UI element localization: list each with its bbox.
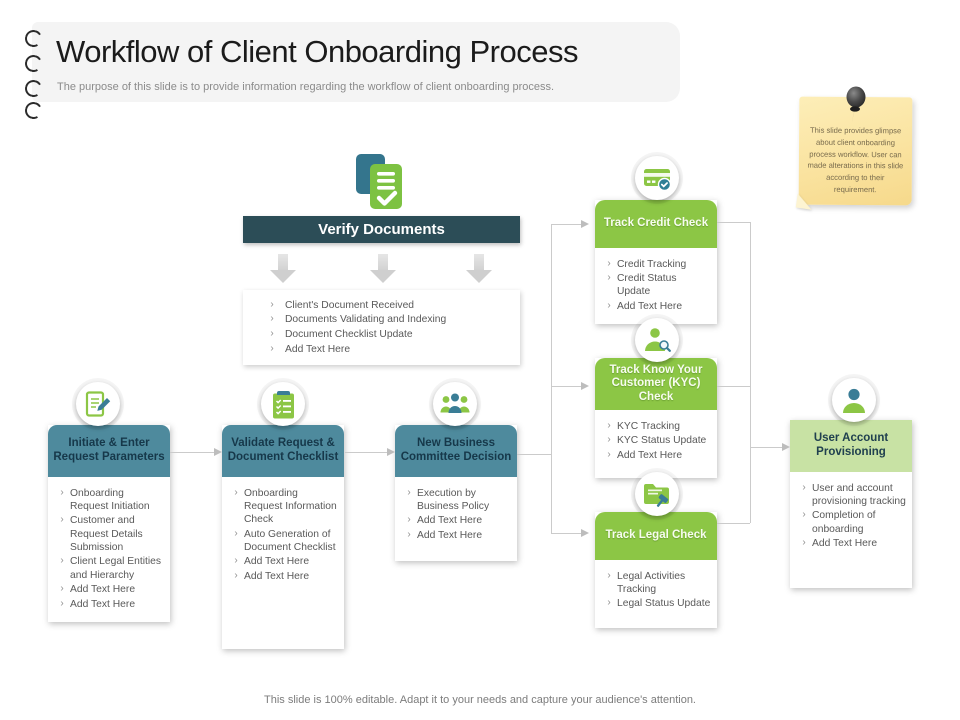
bullet-item: ›Documents Validating and Indexing [270,313,447,326]
connector-line [750,222,751,523]
verify-documents-header: Verify Documents [243,216,520,243]
card-validate-request: Validate Request & Document Checklist ›O… [222,425,344,649]
checklist-clipboard-icon [261,382,305,426]
credit-card-check-icon [635,156,679,200]
bullet-item: ›Execution by Business Policy [407,486,490,512]
bullet-item: ›Legal Activities Tracking [607,569,686,595]
verify-documents-list: ›Client's Document Received ›Documents Va… [243,290,520,366]
arrow-right-icon [782,442,790,451]
card-title: Track Credit Check [595,200,717,248]
card-title: User Account Provisioning [790,420,912,472]
card-title: New Business Committee Decision [395,425,517,477]
bullet-item: ›Credit Tracking [607,257,687,270]
bullet-item: ›Customer and Request Details Submission [60,514,143,553]
connector-line [551,224,552,534]
push-pin-icon [846,86,866,126]
bullet-item: ›Credit Status Update [607,272,677,298]
card-title: Initiate & Enter Request Parameters [48,425,170,477]
connector-line [717,222,750,223]
card-track-legal-check: Track Legal Check ›Legal Activities Trac… [595,512,717,628]
bullet-item: ›Completion of onboarding [802,509,876,535]
connector-line [717,523,750,524]
bullet-item: ›Add Text Here [607,448,683,461]
arrow-right-icon [581,381,589,390]
down-arrow-icon [370,254,396,284]
arrow-right-icon [581,528,589,537]
connector-line [551,533,581,534]
bullet-item: ›Onboarding Request Information Check [234,486,337,525]
connector-line [750,447,782,448]
sticky-note-text: This slide provides glimpse about client… [807,125,904,194]
card-track-credit-check: Track Credit Check ›Credit Tracking ›Cred… [595,200,717,324]
bullet-item: ›KYC Tracking [607,419,680,432]
bullet-item: ›Add Text Here [60,597,136,610]
connector-line [170,452,214,453]
down-arrow-icon [466,254,492,284]
bullet-item: ›Client Legal Entities and Hierarchy [60,555,162,581]
bullet-item: ›Add Text Here [407,529,483,542]
binding-ring-icon [23,53,44,74]
page-subtitle: The purpose of this slide is to provide … [57,81,555,93]
card-title: Track Legal Check [595,512,717,560]
team-icon [433,382,477,426]
bullet-item: ›Add Text Here [802,537,878,550]
connector-line [345,452,387,453]
card-title: Validate Request & Document Checklist [222,425,344,477]
bullet-item: ›Add Text Here [607,300,683,313]
bullet-item: ›Legal Status Update [607,597,711,610]
connector-line [717,386,750,387]
binding-ring-icon [23,78,44,99]
bullet-item: ›Onboarding Request Initiation [60,486,150,512]
edit-document-icon [76,382,120,426]
arrow-right-icon [581,219,589,228]
bullet-item: ›Auto Generation of Document Checklist [234,527,336,553]
binding-ring-icon [23,28,44,49]
binding-ring-icon [23,100,44,121]
documents-check-icon [356,154,402,209]
bullet-item: ›User and account provisioning tracking [802,481,906,507]
bullet-item: ›KYC Status Update [607,434,707,447]
bullet-item: ›Add Text Here [234,555,310,568]
footer-note: This slide is 100% editable. Adapt it to… [264,694,696,706]
connector-line [551,386,581,387]
person-search-icon [635,318,679,362]
connector-line [551,224,581,225]
bullet-item: ›Add Text Here [407,514,483,527]
bullet-item: ›Client's Document Received [270,298,415,311]
arrow-right-icon [214,447,222,456]
connector-line [517,454,551,455]
bullet-item: ›Add Text Here [60,583,136,596]
arrow-right-icon [387,447,395,456]
bullet-item: ›Document Checklist Update [270,327,413,340]
card-initiate-request: Initiate & Enter Request Parameters ›Onb… [48,425,170,622]
folder-gavel-icon [635,472,679,516]
title-block [23,22,680,121]
bullet-item: ›Add Text Here [234,570,310,583]
card-committee-decision: New Business Committee Decision ›Executi… [395,425,517,561]
card-track-kyc-check: Track Know Your Customer (KYC) Check ›KY… [595,358,717,478]
user-icon [832,378,876,422]
down-arrow-icon [270,254,296,284]
card-title: Track Know Your Customer (KYC) Check [595,358,717,410]
bullet-item: ›Add Text Here [270,342,351,355]
card-user-account-provisioning: User Account Provisioning ›User and acco… [790,420,912,588]
page-title: Workflow of Client Onboarding Process [56,34,578,69]
